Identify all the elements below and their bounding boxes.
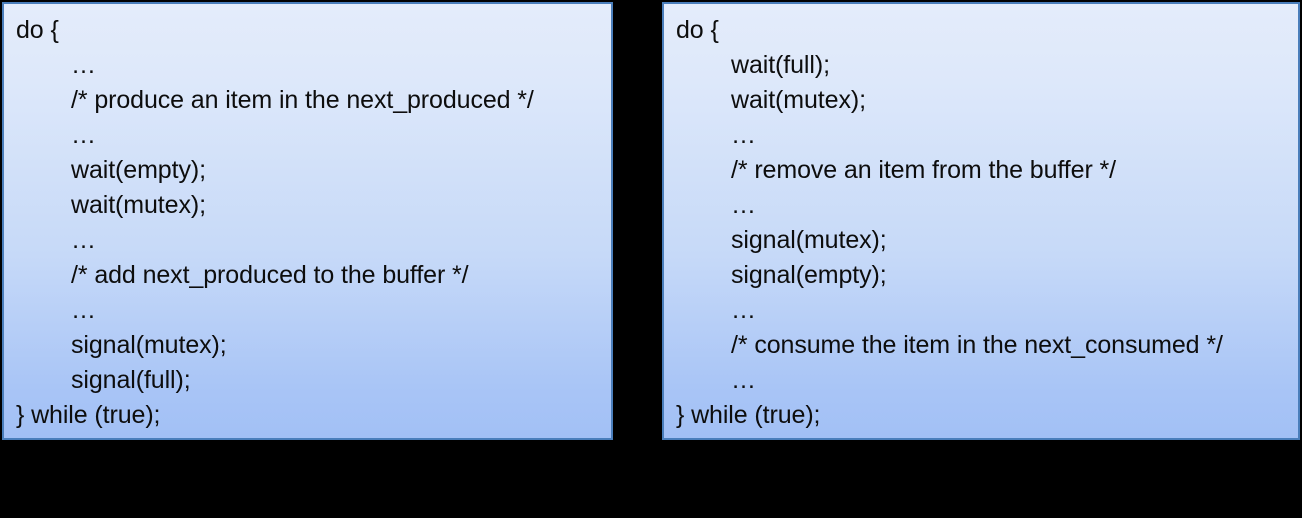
code-line: wait(mutex); — [71, 191, 206, 219]
code-line: … — [731, 191, 756, 219]
code-line: } while (true); — [16, 401, 161, 429]
code-line: /* consume the item in the next_consumed… — [731, 331, 1223, 359]
code-line: signal(mutex); — [731, 226, 887, 254]
code-line: wait(empty); — [71, 156, 206, 184]
producer-code-lines: do { … /* produce an item in the next_prod… — [4, 4, 611, 433]
code-line: … — [731, 366, 756, 394]
code-line: /* produce an item in the next_produced … — [71, 86, 534, 114]
consumer-code-box: do { wait(full); wait(mutex); … /* remove an… — [662, 2, 1300, 440]
code-line: /* add next_produced to the buffer */ — [71, 261, 469, 289]
code-line: … — [731, 296, 756, 324]
code-line: signal(full); — [71, 366, 191, 394]
code-line: signal(empty); — [731, 261, 887, 289]
producer-code-box: do { … /* produce an item in the next_prod… — [2, 2, 613, 440]
code-line: signal(mutex); — [71, 331, 227, 359]
consumer-code-lines: do { wait(full); wait(mutex); … /* remove an… — [664, 4, 1298, 433]
code-line: do { — [16, 16, 59, 44]
code-line: /* remove an item from the buffer */ — [731, 156, 1116, 184]
code-line: … — [71, 296, 96, 324]
code-line: wait(mutex); — [731, 86, 866, 114]
code-line: … — [71, 121, 96, 149]
code-line: … — [71, 226, 96, 254]
code-line: } while (true); — [676, 401, 821, 429]
code-line: … — [71, 51, 96, 79]
code-line: … — [731, 121, 756, 149]
code-line: wait(full); — [731, 51, 830, 79]
code-line: do { — [676, 16, 719, 44]
